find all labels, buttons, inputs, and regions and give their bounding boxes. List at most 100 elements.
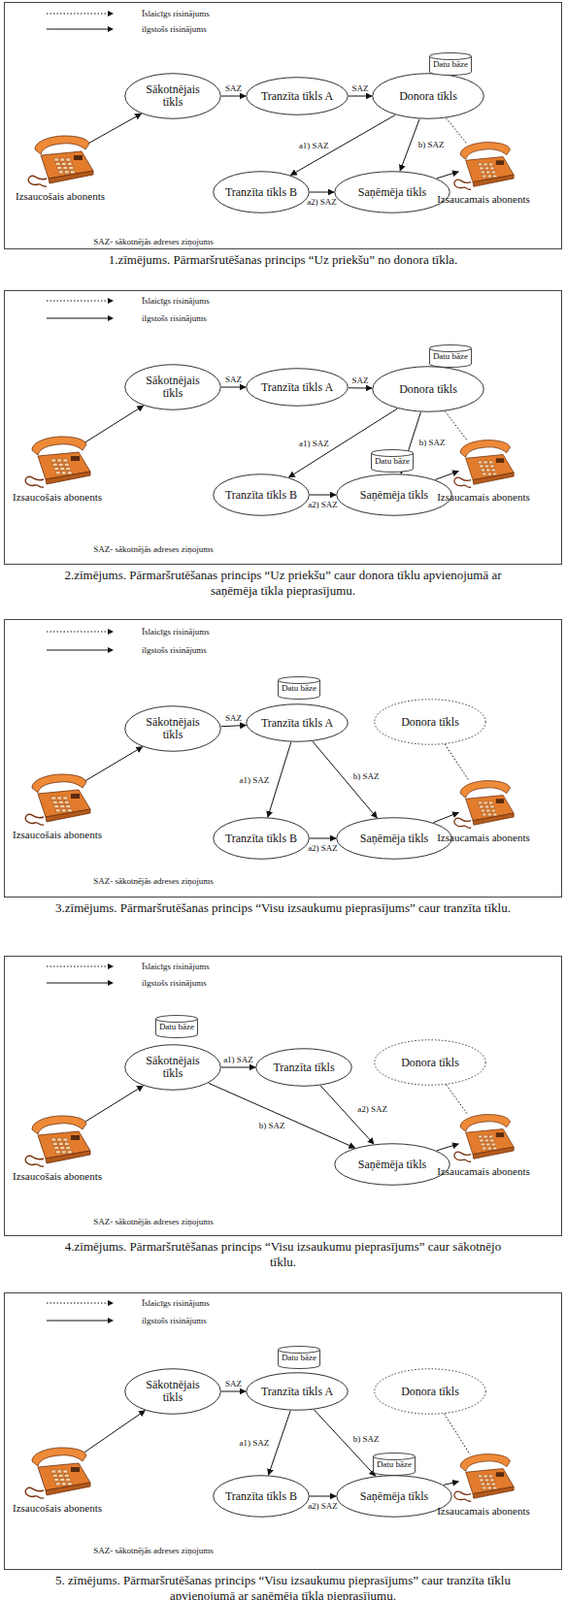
- signalling-arrow: [309, 838, 336, 840]
- legend-line-sample: [41, 644, 120, 657]
- signalling-arrow: [84, 1411, 145, 1454]
- cylinder-top: [278, 677, 321, 685]
- cylinder-top: [371, 450, 414, 458]
- subscriber-phone: Izsaucamais abonents: [451, 775, 516, 831]
- database-label: Datu bāze: [277, 683, 321, 695]
- network-ellipse: Saņēmēja tīkls: [333, 1143, 451, 1187]
- edge-label: b) SAZ: [419, 437, 446, 448]
- network-ellipse: Sākotnējais tīkls: [124, 364, 222, 411]
- ellipse-shape: [334, 171, 451, 214]
- network-ellipse: Tranzīta tīkls A: [245, 76, 349, 116]
- node-text-box: Donora tīkls: [373, 699, 487, 746]
- phone-key: [51, 1138, 57, 1142]
- legend-line: [46, 966, 112, 968]
- edge-label: a2) SAZ: [307, 843, 338, 854]
- phone-key: [54, 467, 60, 471]
- phone-cord: [454, 179, 471, 190]
- phone-front: [45, 809, 91, 823]
- phone-key: [67, 809, 73, 813]
- node-text-box: Sākotnējais tīkls: [124, 1368, 222, 1416]
- network-ellipse: Tranzīta tīkls B: [212, 817, 310, 861]
- phone-key: [478, 163, 483, 167]
- phone-key: [483, 163, 488, 167]
- node-label: Donora tīkls: [399, 90, 458, 103]
- subscriber-phone: Izsaucošais abonents: [22, 1110, 93, 1169]
- phone-key: [68, 166, 74, 170]
- legend-line-sample: [41, 1315, 120, 1328]
- database-cylinder: Datu bāze: [370, 449, 414, 473]
- node-text-box: Tranzīta tīkls A: [245, 76, 349, 116]
- phone-screen: [496, 160, 504, 166]
- phone-cord: [454, 1152, 471, 1163]
- network-ellipse: Tranzīta tīkls B: [212, 1475, 310, 1519]
- phone-key: [490, 465, 495, 468]
- cylinder-top: [373, 1454, 416, 1462]
- phone-key: [484, 805, 489, 809]
- phone-front: [45, 1151, 91, 1165]
- database-label: Datu bāze: [429, 351, 472, 363]
- edge-label: SAZ: [225, 374, 242, 385]
- legend-text: Īslaicīgs risinājums: [141, 1298, 210, 1310]
- phone-key: [483, 1135, 488, 1139]
- signalling-arrow: [443, 1482, 459, 1487]
- ellipse-shape: [125, 73, 222, 120]
- legend-arrowhead: [107, 1318, 114, 1325]
- phone-key: [489, 1135, 494, 1139]
- phone-key: [59, 463, 65, 467]
- phone-key: [487, 1487, 492, 1491]
- phone-key: [65, 800, 70, 804]
- node-text-box: Tranzīta tīkls A: [245, 703, 349, 743]
- phone-key: [479, 1139, 484, 1143]
- legend-text: ilgstošs risinājums: [141, 644, 207, 657]
- node-text-box: Donora tīkls: [371, 366, 485, 413]
- telephone-illustration: [451, 136, 516, 192]
- phone-key: [480, 170, 485, 174]
- legend-line: [46, 318, 112, 320]
- phone-key: [51, 797, 57, 800]
- figure-caption: 5. zīmējums. Pārmaršrutēšanas princips “…: [55, 1573, 512, 1600]
- database-cylinder: Datu bāze: [277, 1346, 321, 1370]
- phone-cord: [25, 476, 44, 488]
- phone-handset: [32, 1448, 87, 1467]
- ellipse-shape: [125, 1045, 222, 1092]
- phone-key: [493, 1487, 498, 1491]
- telephone-illustration: [451, 1109, 516, 1165]
- phone-key: [63, 1138, 68, 1142]
- phone-key: [490, 1479, 495, 1483]
- node-text-box: Sākotnējais tīkls: [124, 72, 222, 120]
- phone-front: [472, 1487, 514, 1499]
- phone-key: [59, 1142, 65, 1146]
- phone-key: [478, 1135, 483, 1139]
- phone-key: [66, 805, 71, 809]
- network-ellipse: Saņēmēja tīkls: [333, 170, 451, 214]
- subscriber-phone: Izsaucošais abonents: [22, 1442, 93, 1501]
- legend-row: ilgstošs risinājums: [41, 977, 275, 990]
- phone-key: [60, 158, 66, 162]
- legend-line-sample: [41, 1298, 120, 1310]
- node-text-box: Donora tīkls: [371, 72, 485, 120]
- signalling-arrow: [84, 405, 144, 443]
- telephone-illustration: [451, 1449, 516, 1504]
- database-label: Datu bāze: [370, 456, 414, 467]
- signalling-arrow: [436, 1144, 459, 1152]
- node-label: Donora tīkls: [400, 716, 460, 730]
- phone-screen: [70, 456, 80, 462]
- phone-screen: [496, 1132, 504, 1138]
- cylinder-top: [278, 1347, 321, 1355]
- database-cylinder: Datu bāze: [429, 344, 472, 368]
- phone-key: [493, 174, 498, 178]
- phone-key: [487, 472, 492, 476]
- phone-front: [472, 1147, 514, 1160]
- node-text-box: Saņēmēja tīkls: [335, 817, 453, 861]
- phone-key: [54, 1147, 60, 1151]
- subscriber-label: Izsaucošais abonents: [12, 491, 102, 503]
- phone-front: [472, 472, 514, 485]
- signalling-arrow: [290, 115, 396, 176]
- phone-key: [51, 1470, 57, 1474]
- ellipse-shape: [334, 1144, 451, 1187]
- legend-line-sample: [41, 961, 120, 973]
- subscriber-phone: Izsaucošais abonents: [25, 130, 96, 189]
- phone-key: [489, 461, 494, 465]
- phone-front: [45, 471, 91, 485]
